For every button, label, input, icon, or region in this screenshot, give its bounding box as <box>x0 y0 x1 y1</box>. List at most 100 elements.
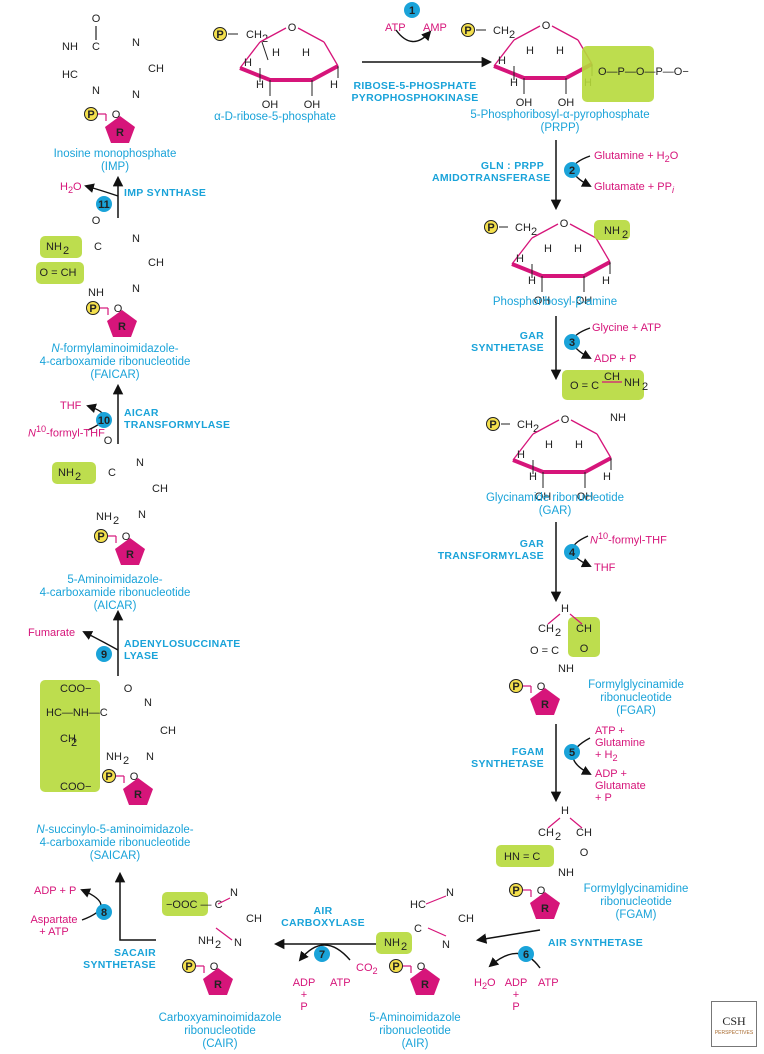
reagent-6-in: ATP <box>538 977 559 989</box>
atom-label: HC—NH—C <box>46 707 108 719</box>
atom-label: 2 <box>642 381 648 393</box>
atom-label: 2 <box>509 29 515 41</box>
atom-label: P <box>489 419 496 431</box>
atom-label: N <box>146 751 154 763</box>
atom-label: N <box>132 283 140 295</box>
ring-oxygen: O <box>560 218 569 230</box>
step-number-badge <box>404 2 420 18</box>
hydrogen-label: H <box>528 275 536 287</box>
carboxyl-highlight <box>162 892 208 916</box>
reagent-8-in: Aspartate+ ATP <box>30 914 78 938</box>
reagent-1-out: AMP <box>423 22 447 34</box>
phosphate-icon <box>213 27 227 41</box>
step-number-badge <box>96 412 112 428</box>
phosphate-icon <box>509 679 523 693</box>
hydrogen-label: H <box>574 243 582 255</box>
ribose-pentagon-icon <box>107 310 137 337</box>
atom-label: O <box>130 771 139 783</box>
reagent-10-in: N10-formyl-THF <box>28 424 105 440</box>
reagent-3-out: ADP + P <box>594 353 637 365</box>
atom-label: O <box>114 303 123 315</box>
ring-bond <box>493 39 515 67</box>
hydroxyl-label: OH <box>535 491 552 503</box>
formylamino-highlight-1 <box>40 236 82 258</box>
atom-label: P <box>512 681 519 693</box>
ring-bold-edge <box>512 456 612 474</box>
step-number-badge <box>564 544 580 560</box>
phosphate-icon <box>94 529 108 543</box>
side-arrow-6 <box>488 952 541 969</box>
atom-label: NH <box>58 467 74 479</box>
phosphate-icon <box>182 959 196 973</box>
step-number: 6 <box>523 949 529 961</box>
caption-r5p: α-D-ribose-5-phosphate <box>214 111 336 123</box>
atom-label: CH <box>160 725 176 737</box>
atom-label: R <box>134 789 142 801</box>
bond <box>427 927 447 937</box>
atom-label: NH <box>46 241 62 253</box>
atom-label: CH <box>152 483 168 495</box>
caption-gar: Glycinamide ribonucleotide(GAR) <box>485 492 625 517</box>
atom-label: COO− <box>60 683 91 695</box>
phosphate-icon <box>389 959 403 973</box>
reagent-9-out: Fumarate <box>28 627 76 639</box>
caption-saicar: N-succinylo-5-aminoimidazole-4-carboxami… <box>36 824 194 862</box>
atom-label: C <box>92 41 100 53</box>
atom-label: P <box>464 25 471 37</box>
atom-label: H <box>561 603 569 615</box>
atom-label: C <box>414 923 422 935</box>
arrow-step-6 <box>475 929 541 944</box>
atom-label: CH <box>515 222 531 234</box>
ribose-pentagon-icon <box>105 116 135 143</box>
atom-label: R <box>126 549 134 561</box>
formylamino-highlight-2 <box>36 262 84 284</box>
atom-label: P <box>512 885 519 897</box>
step-number: 5 <box>569 747 575 759</box>
atom-label: CH <box>538 827 554 839</box>
atom-label: O = CH <box>40 267 77 279</box>
reagent-5-in: ATP +Glutamine+ H2 <box>595 725 646 764</box>
pyrophosphate-text: O—P—O—P—O− <box>598 66 689 78</box>
caption-faicar: N-formylaminoimidazole-4-carboxamide rib… <box>39 343 191 381</box>
atom-label: CH <box>60 733 76 745</box>
atom-label: N <box>234 937 242 949</box>
ribose-pentagon-icon <box>530 892 560 919</box>
atom-label: H <box>561 805 569 817</box>
atom-label: N <box>132 89 140 101</box>
ring-bold-edge <box>511 260 611 278</box>
caption-aicar: 5-Aminoimidazole-4-carboxamide ribonucle… <box>39 574 191 612</box>
atom-label: O <box>92 13 101 25</box>
atom-label: NH <box>604 225 620 237</box>
atom-label: C <box>94 241 102 253</box>
reagent-11-out: H2O <box>60 181 82 196</box>
atom-label: CH <box>246 913 262 925</box>
step-number: 2 <box>569 165 575 177</box>
atom-label: 2 <box>555 831 561 843</box>
atom-label: P <box>392 961 399 973</box>
reagent-6-out-water: H2O <box>474 977 496 992</box>
atom-label: N <box>136 457 144 469</box>
atom-label: O <box>417 961 426 973</box>
atom-label: R <box>541 903 549 915</box>
amidine-highlight <box>496 845 554 867</box>
step-number-badge <box>564 162 580 178</box>
hydroxyl-label: OH <box>304 99 321 111</box>
ring-bond <box>531 223 559 239</box>
atom-label: O <box>92 215 101 227</box>
hydrogen-label: H <box>516 253 524 265</box>
ring-bond <box>551 25 579 41</box>
reagent-8-out: ADP + P <box>34 885 77 897</box>
hydrogen-label: H <box>556 45 564 57</box>
bond <box>425 895 447 905</box>
atom-label: N <box>138 509 146 521</box>
hydrogen-label: H <box>244 57 252 69</box>
atom-label: O <box>580 643 589 655</box>
atom-label: P <box>89 303 96 315</box>
bond <box>261 41 269 61</box>
